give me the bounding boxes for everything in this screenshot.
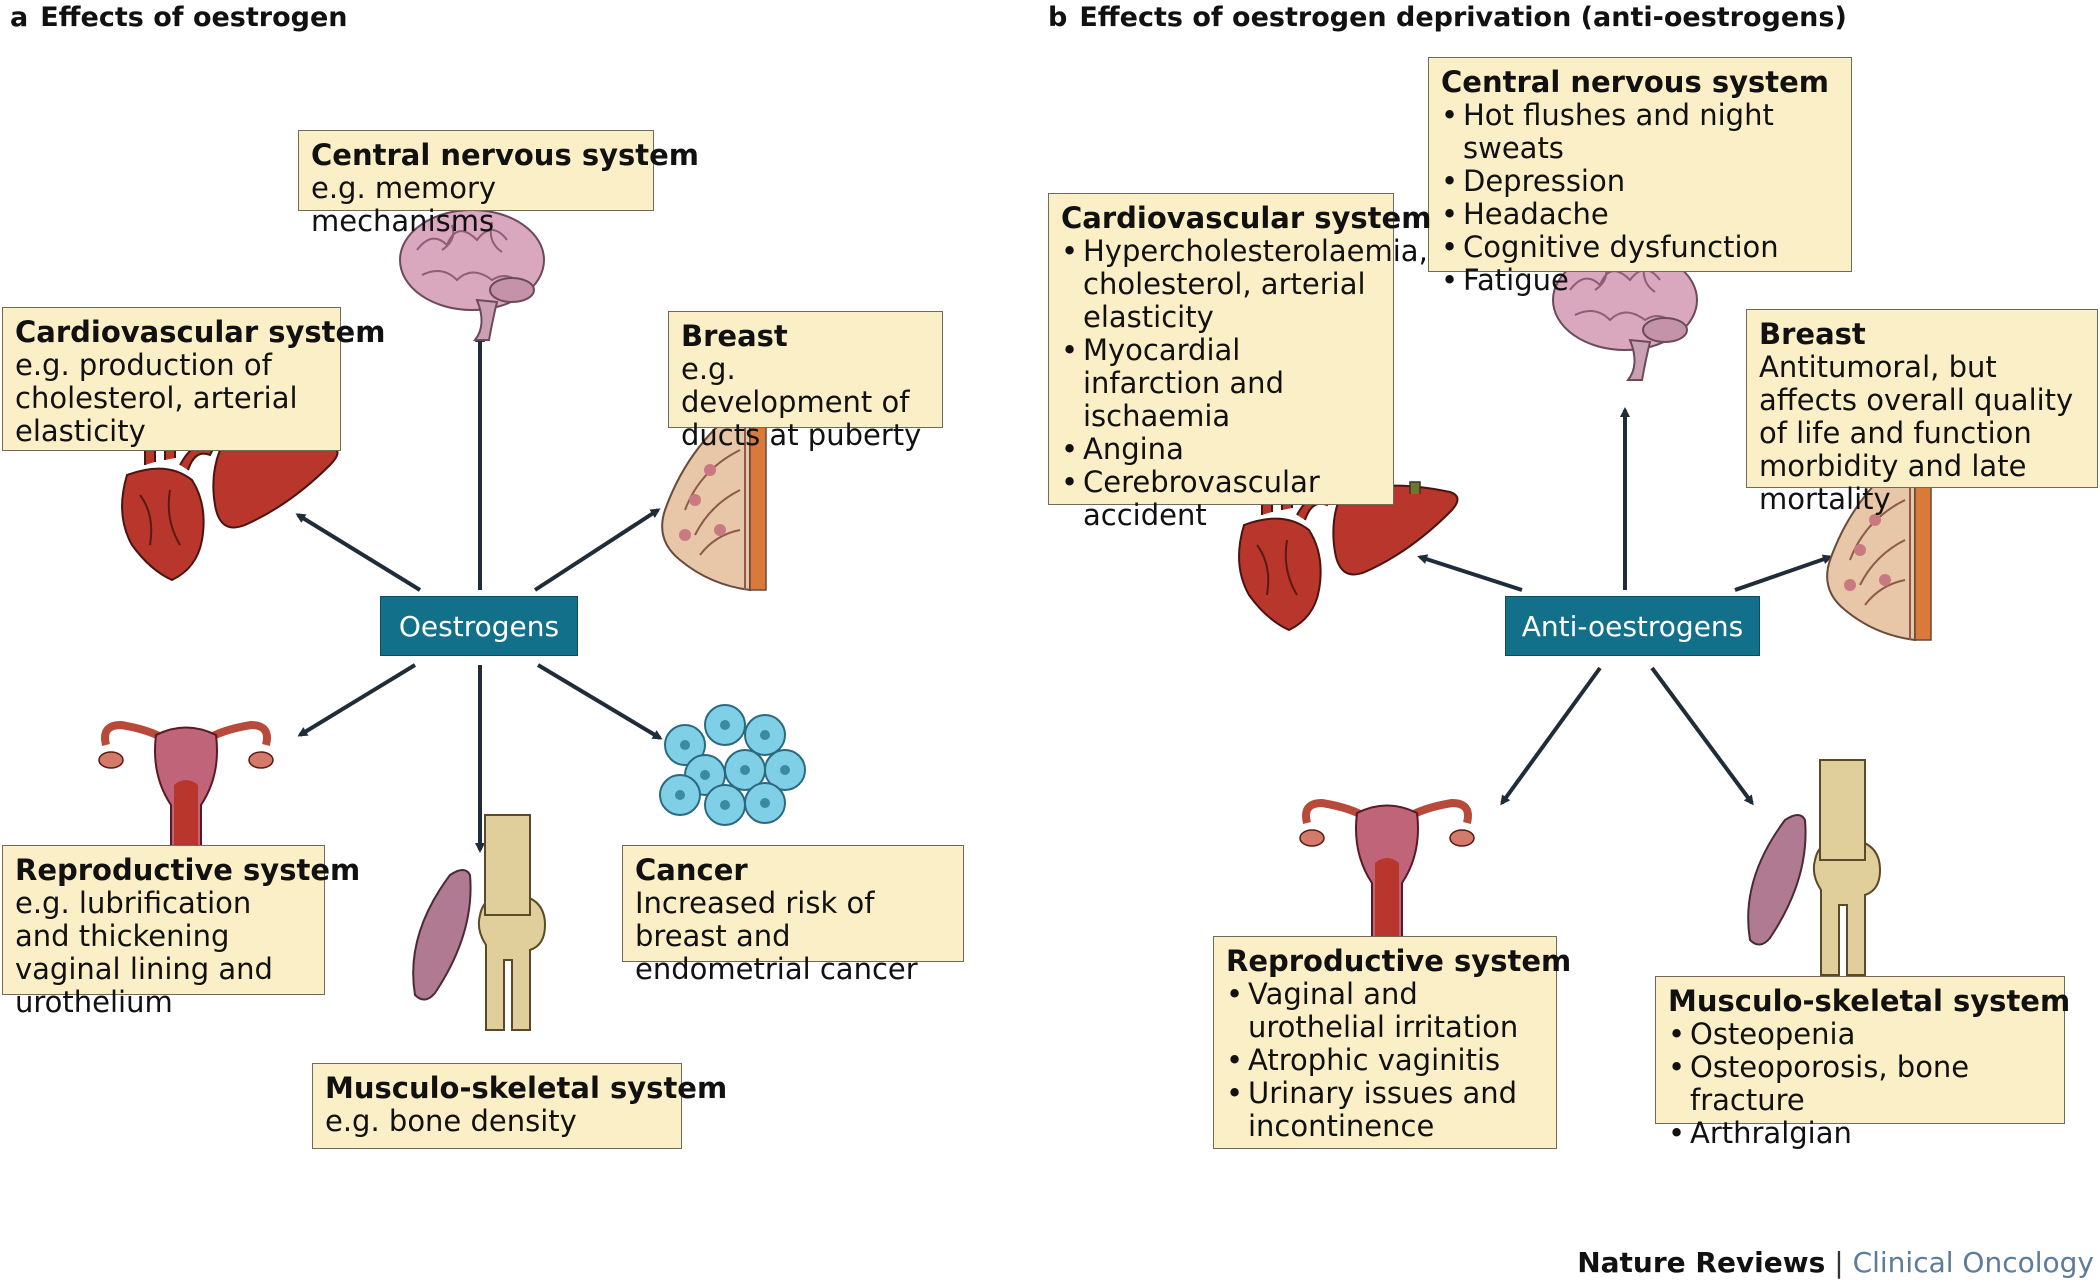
- arrow-b-musculo: [1650, 666, 1754, 806]
- symptom-list: Hypercholesterolaemia, cholesterol, arte…: [1061, 235, 1428, 532]
- anti-oestrogens-node: Anti-oestrogens: [1505, 596, 1760, 656]
- cancer-cells-icon: [659, 704, 806, 826]
- box-title: Cardiovascular system: [15, 315, 386, 349]
- arrow-a-cancer: [536, 663, 663, 740]
- arrow-a-breast: [533, 508, 661, 592]
- list-item: Depression: [1441, 165, 1839, 199]
- list-item: Cerebrovascular accident: [1061, 466, 1381, 532]
- box-title: Breast: [1759, 317, 1866, 351]
- uterus-icon: [99, 725, 273, 860]
- symptom-list: Hot flushes and night sweats Depression …: [1441, 99, 1839, 298]
- box-body: Antitumoral, but affects overall quality…: [1759, 350, 2074, 516]
- box-a-cns: Central nervous system e.g. memory mecha…: [298, 130, 699, 238]
- box-b-cns: Central nervous system Hot flushes and n…: [1428, 57, 1852, 297]
- separator: |: [1834, 1246, 1844, 1279]
- symptom-list: Vaginal and urothelial irritation Atroph…: [1226, 978, 1544, 1143]
- box-a-cardio: Cardiovascular system e.g. production of…: [2, 307, 386, 451]
- symptom-list: Osteopenia Osteoporosis, bone fracture A…: [1668, 1018, 2052, 1151]
- arrow-b-cardio: [1417, 554, 1523, 592]
- list-item: Atrophic vaginitis: [1226, 1044, 1544, 1078]
- list-item: Cognitive dysfunction: [1441, 231, 1839, 265]
- box-title: Central nervous system: [1441, 65, 1829, 99]
- box-body: e.g. bone density: [325, 1104, 577, 1138]
- list-item: Angina: [1061, 433, 1381, 467]
- list-item: Fatigue: [1441, 264, 1839, 298]
- brand-name: Nature Reviews: [1577, 1246, 1826, 1279]
- list-item: Headache: [1441, 198, 1839, 232]
- list-item: Hot flushes and night sweats: [1441, 99, 1839, 165]
- box-title: Cancer: [635, 853, 748, 887]
- box-title: Musculo-skeletal system: [325, 1071, 728, 1105]
- box-a-reproductive: Reproductive system e.g. lubrification a…: [2, 845, 361, 1019]
- list-item: Urinary issues and incontinence: [1226, 1077, 1544, 1143]
- box-body: e.g. development of ducts at puberty: [681, 352, 922, 452]
- uterus-icon: [1300, 803, 1474, 938]
- box-a-cancer: Cancer Increased risk of breast and endo…: [622, 845, 964, 986]
- box-a-breast: Breast e.g. development of ducts at pube…: [668, 311, 943, 452]
- list-item: Osteoporosis, bone fracture: [1668, 1051, 2052, 1117]
- box-title: Breast: [681, 319, 788, 353]
- box-body: e.g. production of cholesterol, arterial…: [15, 348, 298, 448]
- arrow-a-reproductive: [297, 663, 417, 737]
- box-title: Central nervous system: [311, 138, 699, 172]
- journal-credit: Nature Reviews | Clinical Oncology: [1577, 1246, 2094, 1279]
- arrow-a-cardio: [295, 513, 422, 592]
- oestrogens-node: Oestrogens: [380, 596, 578, 656]
- list-item: Arthralgian: [1668, 1117, 2052, 1151]
- arrow-b-breast: [1734, 554, 1833, 592]
- list-item: Vaginal and urothelial irritation: [1226, 978, 1544, 1044]
- box-b-cardio: Cardiovascular system Hypercholesterolae…: [1048, 193, 1432, 532]
- box-title: Cardiovascular system: [1061, 201, 1432, 235]
- box-b-breast: Breast Antitumoral, but affects overall …: [1746, 309, 2098, 516]
- box-body: e.g. memory mechanisms: [311, 171, 497, 238]
- arrow-b-reproductive: [1500, 666, 1602, 806]
- box-b-musculo: Musculo-skeletal system Osteopenia Osteo…: [1655, 976, 2071, 1150]
- journal-name: Clinical Oncology: [1852, 1246, 2094, 1279]
- box-body: Increased risk of breast and endometrial…: [635, 886, 918, 986]
- muscle-bone-icon: [1747, 759, 1881, 976]
- box-title: Musculo-skeletal system: [1668, 984, 2071, 1018]
- box-title: Reproductive system: [15, 853, 361, 887]
- list-item: Myocardial infarction and ischaemia: [1061, 334, 1381, 433]
- box-a-musculo: Musculo-skeletal system e.g. bone densit…: [312, 1063, 728, 1149]
- box-body: e.g. lubrification and thickening vagina…: [15, 886, 273, 1019]
- box-b-reproductive: Reproductive system Vaginal and urotheli…: [1213, 936, 1572, 1149]
- list-item: Hypercholesterolaemia, cholesterol, arte…: [1061, 235, 1428, 334]
- list-item: Osteopenia: [1668, 1018, 2052, 1052]
- box-title: Reproductive system: [1226, 944, 1572, 978]
